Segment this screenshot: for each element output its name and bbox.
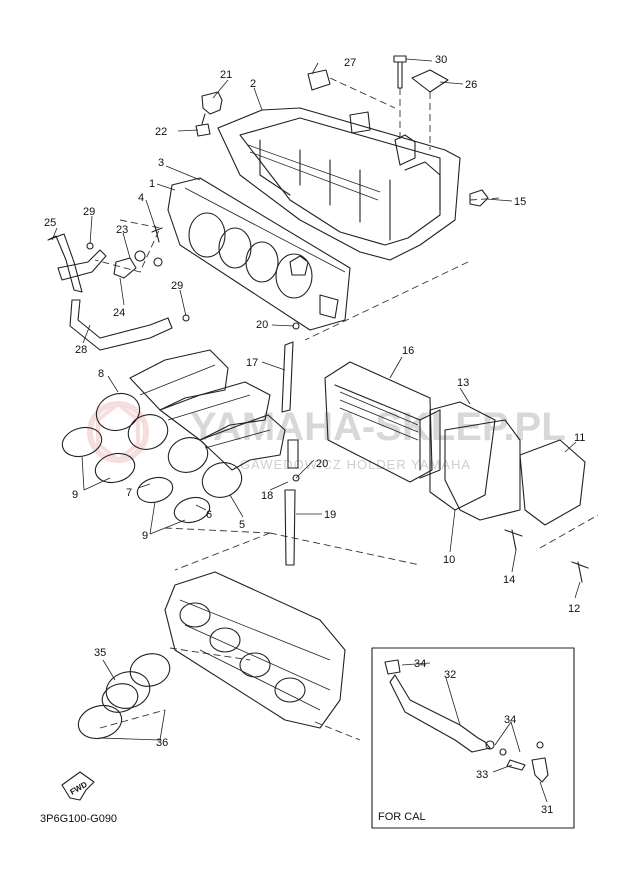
callout-34-top: 34: [414, 658, 426, 670]
callout-14: 14: [503, 574, 515, 586]
callout-6: 6: [206, 509, 212, 521]
callout-2: 2: [250, 78, 256, 90]
callout-11: 11: [574, 432, 585, 444]
hose-clamps: [61, 426, 211, 524]
callout-20-top: 20: [256, 319, 268, 331]
callout-20-bottom: 20: [316, 458, 328, 470]
assembly-guide-lines: [94, 77, 599, 741]
fasteners-top: [151, 55, 489, 243]
callout-26: 26: [465, 79, 477, 91]
watermark-logo: [87, 401, 149, 463]
callout-25: 25: [44, 217, 56, 229]
callout-4: 4: [138, 192, 144, 204]
callout-31: 31: [541, 804, 553, 816]
air-filter-assembly: [324, 361, 589, 583]
callout-29-right: 29: [171, 280, 183, 292]
callout-15: 15: [514, 196, 526, 208]
callout-16: 16: [402, 345, 414, 357]
callout-18: 18: [261, 490, 273, 502]
callout-34-right: 34: [504, 714, 516, 726]
callout-24: 24: [113, 307, 125, 319]
callout-numbers: 1 2 3 4 5 6 7 8 9 9 10 11 12 13 14 15 16…: [44, 54, 585, 816]
callout-3: 3: [158, 157, 164, 169]
callout-35: 35: [94, 647, 106, 659]
watermark: YAMAHA-SKLEP.PL GAWEDOWICZ HOLDER YAMAHA: [87, 401, 566, 472]
air-box-case: [217, 107, 461, 261]
callout-5: 5: [239, 519, 245, 531]
callout-23: 23: [116, 224, 128, 236]
callout-33: 33: [476, 769, 488, 781]
callout-10: 10: [443, 554, 455, 566]
intake-ducts: [95, 349, 286, 498]
carburetor-assembly: [164, 571, 346, 729]
leader-lines: [51, 58, 581, 803]
callout-27: 27: [344, 57, 356, 69]
callout-36: 36: [156, 737, 168, 749]
callout-29-left: 29: [83, 206, 95, 218]
diagram-code: 3P6G100-G090: [40, 813, 117, 825]
callout-7: 7: [126, 487, 132, 499]
watermark-main-text: YAMAHA-SKLEP.PL: [190, 405, 566, 449]
callout-13: 13: [457, 377, 469, 389]
callout-8: 8: [98, 368, 104, 380]
callout-17: 17: [246, 357, 258, 369]
fwd-arrow-icon: FWD: [61, 771, 95, 801]
inset-frame: [371, 647, 575, 829]
callout-22: 22: [155, 126, 167, 138]
callout-30: 30: [435, 54, 447, 66]
center-hoses: [281, 322, 300, 566]
fwd-label: FWD: [68, 780, 88, 797]
callout-19: 19: [324, 509, 336, 521]
callout-9-right: 9: [142, 530, 148, 542]
callout-1: 1: [149, 178, 155, 190]
inset-label: FOR CAL: [378, 811, 426, 823]
callout-12: 12: [568, 603, 580, 615]
california-inset: FOR CAL: [371, 647, 575, 829]
callout-32: 32: [444, 669, 456, 681]
lower-joint-clamps: [77, 653, 171, 740]
watermark-sub-text: GAWEDOWICZ HOLDER YAMAHA: [240, 457, 471, 472]
air-box-joint: [167, 177, 351, 331]
breather-hoses: [47, 233, 190, 351]
callout-28: 28: [75, 344, 87, 356]
callout-21: 21: [220, 69, 232, 81]
callout-9-left: 9: [72, 489, 78, 501]
